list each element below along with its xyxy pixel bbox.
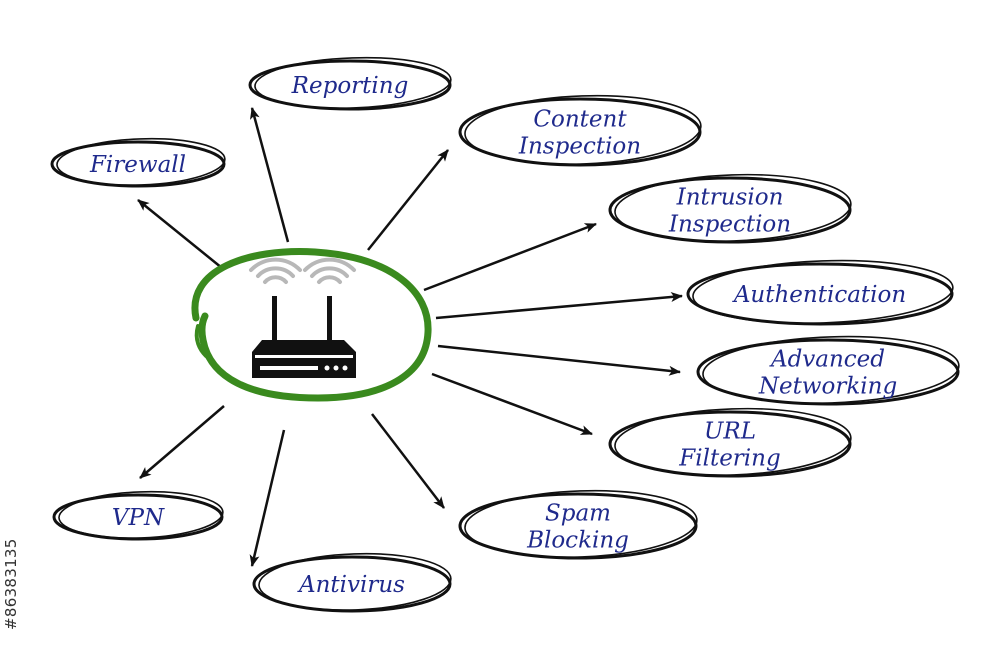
node-ellipse-sketch	[464, 489, 698, 558]
node-label: Blocking	[526, 528, 629, 554]
node-label: Antivirus	[297, 572, 405, 598]
node-firewall: Firewall	[50, 137, 226, 188]
central-hub	[191, 248, 432, 402]
antenna-left	[272, 296, 277, 340]
connector-arrows	[137, 107, 683, 567]
arrow-to-advanced-networking	[437, 344, 681, 376]
arrow-to-authentication	[435, 291, 683, 320]
node-reporting: Reporting	[248, 56, 452, 111]
node-label: Networking	[758, 374, 897, 400]
node-label: Advanced	[769, 347, 885, 373]
node-label: VPN	[112, 505, 165, 531]
node-ellipse-sketch	[614, 173, 852, 242]
antenna-right	[327, 296, 332, 340]
node-ellipse-sketch	[692, 259, 954, 325]
node-ellipse-sketch	[56, 137, 226, 186]
arrow-to-antivirus	[249, 429, 286, 567]
hub-ring	[191, 248, 432, 402]
node-ellipse	[696, 338, 960, 406]
wifi-signal-left-icon	[249, 257, 302, 284]
arrow-to-intrusion-inspection	[423, 222, 597, 292]
node-label: Inspection	[518, 134, 641, 160]
node-label: Authentication	[732, 282, 906, 308]
node-ellipse-sketch	[464, 94, 702, 165]
node-label: Filtering	[678, 446, 780, 472]
node-vpn: VPN	[52, 490, 224, 541]
wifi-signal-right-icon	[303, 257, 356, 284]
node-ellipse	[248, 59, 452, 111]
node-ellipse-sketch	[614, 407, 852, 476]
node-label: Reporting	[291, 73, 409, 99]
router-body	[252, 340, 356, 378]
feature-nodes: ReportingFirewallContentInspectionIntrus…	[50, 56, 960, 613]
stock-watermark: #86383135	[2, 538, 20, 630]
node-ellipse-sketch	[254, 56, 452, 109]
node-authentication: Authentication	[686, 259, 954, 326]
node-label: Spam	[545, 501, 611, 527]
node-antivirus: Antivirus	[252, 552, 452, 613]
arrow-to-vpn	[139, 405, 225, 479]
arrow-to-firewall	[137, 199, 223, 269]
node-label: Firewall	[89, 152, 186, 178]
node-ellipse-sketch	[58, 490, 224, 539]
node-ellipse-sketch	[702, 335, 960, 404]
node-label: URL	[704, 419, 756, 445]
arrow-to-spam-blocking	[371, 413, 445, 509]
arrow-to-content-inspection	[367, 149, 449, 251]
wifi-router-icon	[249, 257, 356, 378]
node-ellipse	[686, 262, 954, 326]
arrow-to-reporting	[250, 107, 290, 243]
node-label: Intrusion	[676, 185, 784, 211]
arrow-to-url-filtering	[431, 372, 593, 436]
node-label: Content	[533, 107, 627, 133]
node-label: Inspection	[668, 212, 791, 238]
node-ellipse-sketch	[258, 552, 452, 611]
